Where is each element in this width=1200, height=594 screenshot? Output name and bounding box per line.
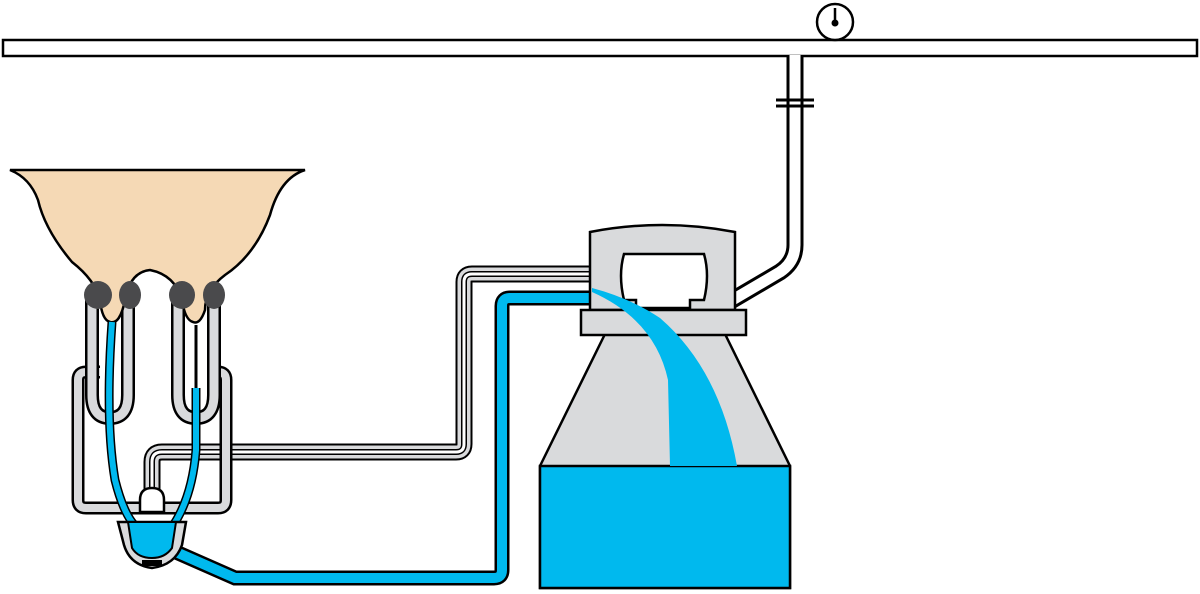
- can-handle-opening: [619, 252, 709, 310]
- milk-can: [538, 223, 792, 590]
- teat-cup-liner-left: [84, 281, 112, 309]
- pulsation-tube: [143, 265, 592, 495]
- vacuum-gauge-icon: [815, 2, 855, 42]
- teat-cup-liner-right: [169, 281, 195, 309]
- milking-claw: [116, 520, 188, 570]
- milk-stream: [592, 288, 737, 466]
- vacuum-main-pipe: [1, 38, 1199, 58]
- long-milk-tube: [156, 290, 592, 586]
- claw-pulsator-nipple: [138, 486, 166, 514]
- udder: [9, 168, 306, 324]
- vacuum-drop-pipe: [707, 55, 814, 320]
- milk-in-can: [538, 464, 792, 590]
